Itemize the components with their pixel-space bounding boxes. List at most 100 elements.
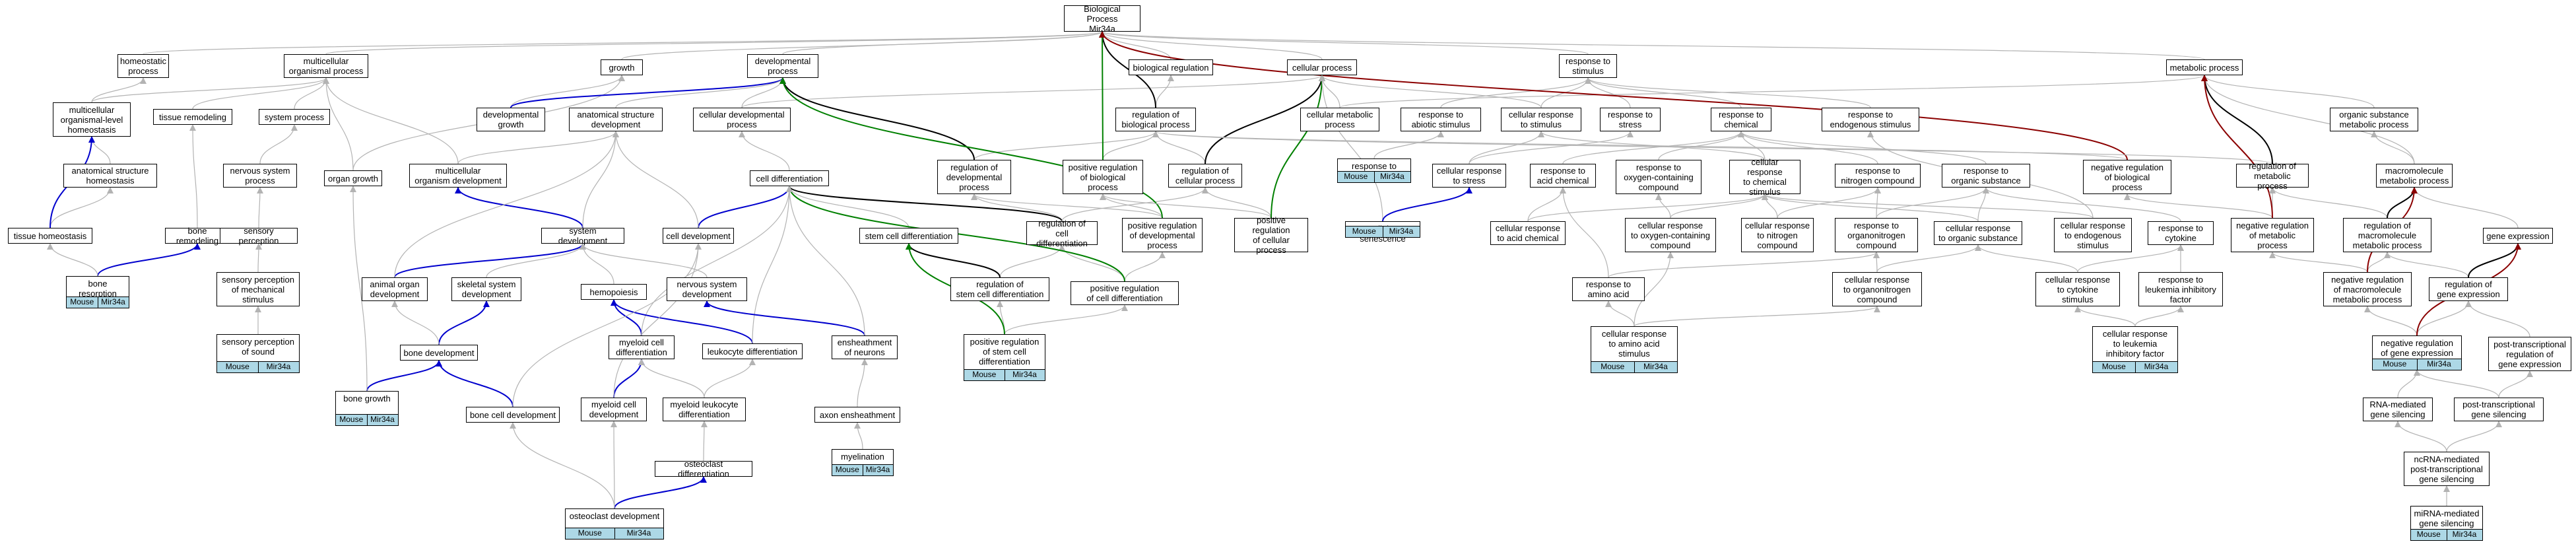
go-term-ocd[interactable]: osteoclast differentiation [655,459,752,479]
go-term-rts[interactable]: response to stimulus [1559,54,1617,78]
go-term-rac[interactable]: response to acid chemical [1530,164,1596,188]
go-term-nsp[interactable]: nervous system process [223,164,297,188]
go-term-asd[interactable]: anatomical structure development [569,108,663,131]
go-term-bp[interactable]: Biological Process Mir34a [1064,4,1140,34]
go-term-mp[interactable]: metabolic process [2166,59,2243,75]
go-term-rscd[interactable]: regulation of stem cell differentiation [950,277,1049,301]
go-term-prbp[interactable]: positive regulation of biological proces… [1063,160,1143,194]
go-term-ensh[interactable]: ensheathment of neurons [832,335,898,359]
go-term-growth[interactable]: growth [601,59,643,75]
go-term-bdev[interactable]: bone development [400,345,478,361]
go-term-mcod[interactable]: multicellular organism development [409,164,507,188]
go-term-crcyt[interactable]: cellular response to cytokine stimulus [2035,272,2120,306]
go-term-crstress[interactable]: cellular response to stress [1432,164,1506,188]
go-term-aod[interactable]: animal organ development [362,277,428,301]
go-term-rnags[interactable]: RNA-mediated gene silencing [2363,398,2433,421]
go-term-tr[interactable]: tissue remodeling [153,109,232,125]
go-term-ras[interactable]: response to abiotic stimulus [1401,108,1481,131]
go-term-rmp[interactable]: regulation of metabolic process [2236,161,2309,191]
go-term-nsd[interactable]: nervous system development [667,277,747,301]
go-term-cros[interactable]: cellular response to organic substance [1934,221,2022,245]
go-term-hemo[interactable]: hemopoiesis [581,284,647,300]
go-term-og[interactable]: organ growth [324,170,382,186]
go-term-rge[interactable]: regulation of gene expression [2429,277,2508,301]
go-term-scd[interactable]: stem cell differentiation [859,228,958,244]
go-term-rlif[interactable]: response to leukemia inhibitory factor [2138,272,2223,306]
go-term-ptgs[interactable]: post-transcriptional gene silencing [2454,398,2544,421]
go-term-cdp[interactable]: cellular developmental process [693,108,791,131]
go-term-lcd[interactable]: leukocyte differentiation [702,343,803,359]
edge-is-a-crac-to-rac [1527,187,1566,222]
go-term-rtaa[interactable]: response to amino acid [1572,277,1645,301]
go-term-mop[interactable]: multicellular organismal process [284,54,368,78]
go-term-cd[interactable]: cell differentiation [750,170,829,186]
go-term-rtcyt[interactable]: response to cytokine [2148,221,2214,245]
go-term-ros[interactable]: response to organic substance [1942,164,2030,188]
go-term-prscd[interactable]: positive regulation of stem cell differe… [963,334,1045,381]
go-term-cmp[interactable]: cellular metabolic process [1300,108,1379,131]
go-term-nrbp[interactable]: negative regulation of biological proces… [2083,160,2171,194]
go-term-hp[interactable]: homeostatic process [117,54,169,78]
go-term-rcp[interactable]: regulation of cellular process [1168,164,1242,188]
go-term-bremod[interactable]: bone remodeling [165,226,230,246]
go-term-res[interactable]: response to endogenous stimulus [1822,108,1919,131]
go-term-mycd[interactable]: myeloid cell differentiation [609,335,675,359]
go-term-cres[interactable]: cellular response to endogenous stimulus [2054,218,2132,252]
go-term-sp[interactable]: system process [259,109,330,125]
go-term-rmmp[interactable]: regulation of macromolecule metabolic pr… [2343,218,2431,252]
go-term-spms[interactable]: sensory perception of mechanical stimulu… [216,272,300,306]
go-term-mlcd[interactable]: myeloid leukocyte differentiation [663,398,746,421]
go-term-osmp[interactable]: organic substance metabolic process [2330,108,2418,131]
go-term-th[interactable]: tissue homeostasis [8,228,92,244]
go-term-devp[interactable]: developmental process [747,54,818,78]
go-term-dg[interactable]: developmental growth [477,108,545,131]
go-term-sysdev[interactable]: system development [541,226,624,246]
go-term-rdp[interactable]: regulation of developmental process [937,160,1011,194]
go-term-nrmp[interactable]: negative regulation of metabolic process [2231,218,2314,252]
go-term-crnc[interactable]: cellular response to nitrogen compound [1741,218,1814,252]
go-term-rbp[interactable]: regulation of biological process [1115,108,1196,131]
go-term-mcolh[interactable]: multicellular organismal-level homeostas… [53,102,131,137]
go-term-crac[interactable]: cellular response to acid chemical [1490,221,1566,245]
go-term-crocomp[interactable]: cellular response to organonitrogen comp… [1832,272,1922,306]
go-term-axon[interactable]: axon ensheathment [814,407,900,423]
go-term-crocc[interactable]: cellular response to oxygen-containing c… [1625,218,1716,252]
go-term-crs[interactable]: cellular response to stimulus [1501,108,1581,131]
go-term-ptrge[interactable]: post-transcriptional regulation of gene … [2488,337,2571,371]
go-term-prdp[interactable]: positive regulation of developmental pro… [1122,218,1203,252]
go-term-ncrna[interactable]: ncRNA-mediated post-transcriptional gene… [2404,452,2490,486]
go-term-rol[interactable]: response to oxygen levelsMouseMir34a [1337,158,1411,183]
go-term-nrmmp[interactable]: negative regulation of macromolecule met… [2323,272,2412,306]
go-term-mmp[interactable]: macromolecule metabolic process [2376,164,2453,188]
go-term-celldev[interactable]: cell development [663,228,734,244]
go-term-prcp[interactable]: positive regulation of cellular process [1234,215,1308,255]
go-term-roc[interactable]: response to organonitrogen compound [1835,218,1918,252]
go-term-cp[interactable]: cellular process [1287,59,1357,75]
go-term-mcdev[interactable]: myeloid cell development [581,398,647,421]
go-term-rtc[interactable]: response to chemical [1711,108,1771,131]
go-term-breg[interactable]: biological regulation [1129,59,1213,75]
go-term-crcs[interactable]: cellular response to chemical stimulus [1729,157,1800,197]
go-term-ash[interactable]: anatomical structure homeostasis [63,164,157,188]
go-term-label: cellular response to amino acid stimulus [1601,329,1667,359]
go-term-rnc[interactable]: response to nitrogen compound [1835,164,1921,188]
go-term-rtstress[interactable]: response to stress [1600,108,1661,131]
go-term-rcd[interactable]: regulation of cell differentiation [1026,219,1098,248]
go-term-ssd[interactable]: skeletal system development [451,277,521,301]
go-term-ge[interactable]: gene expression [2483,228,2553,244]
go-term-crlif[interactable]: cellular response to leukemia inhibitory… [2092,326,2178,373]
go-term-label: metabolic process [2169,62,2239,73]
go-term-sper[interactable]: sensory perception [220,226,298,246]
go-term-prcd[interactable]: positive regulation of cell differentiat… [1071,281,1179,305]
go-term-rocc[interactable]: response to oxygen-containing compound [1616,160,1701,194]
go-term-bcd[interactable]: bone cell development [466,407,560,423]
go-term-craa[interactable]: cellular response to amino acid stimulus… [1590,326,1678,373]
